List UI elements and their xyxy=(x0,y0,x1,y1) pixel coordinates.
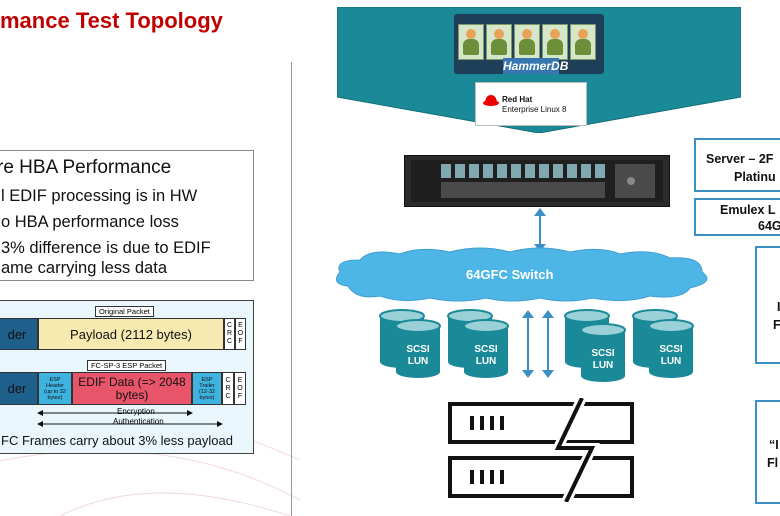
scsi-lun: SCSI LUN xyxy=(406,344,430,367)
header-segment: der xyxy=(0,318,38,350)
emulex-info-box: Emulex L 64G xyxy=(694,198,780,236)
user-icon xyxy=(486,24,512,60)
packet-footer: FC Frames carry about 3% less payload xyxy=(1,433,233,448)
header-segment: der xyxy=(0,372,38,405)
hba-heading: re HBA Performance xyxy=(0,157,172,178)
payload-label: Payload (2112 bytes) xyxy=(70,326,192,342)
crc-segment: C R C xyxy=(224,318,235,350)
esp-trailer-segment: ESP Trailer (12-32 bytes) xyxy=(192,372,222,405)
redhat-logo: Red Hat Enterprise Linux 8 xyxy=(475,82,587,126)
redhat-line1: Red Hat xyxy=(502,95,533,104)
hba-performance-box: re HBA Performance l EDIF processing is … xyxy=(0,150,254,281)
storage-array-icon xyxy=(448,398,634,502)
scsi-lun: SCSI LUN xyxy=(474,344,498,367)
payload-segment: Payload (2112 bytes) xyxy=(38,318,224,350)
eof-segment: E O F xyxy=(234,372,246,405)
hba-line: ame carrying less data xyxy=(1,259,167,277)
original-packet-caption: Original Packet xyxy=(95,306,154,317)
scsi-lun: SCSI LUN xyxy=(591,348,615,371)
coverage-arrows xyxy=(37,410,223,427)
server-info-box: Server – 2F Platinu xyxy=(694,138,780,192)
vertical-divider xyxy=(291,62,292,516)
redhat-line2: Enterprise Linux 8 xyxy=(502,105,567,114)
scsi-lun: SCSI LUN xyxy=(659,344,683,367)
encryption-label: Encryption xyxy=(117,407,155,416)
right-info-box: I F xyxy=(755,246,780,364)
edif-data-segment: EDIF Data (=> 2048 bytes) xyxy=(72,372,192,405)
esp-packet-caption: FC-SP-3 ESP Packet xyxy=(87,360,167,371)
eof-segment: E O F xyxy=(235,318,246,350)
page-title: mance Test Topology xyxy=(0,8,223,33)
right-info-box: “I Fl xyxy=(755,400,780,504)
server-chassis xyxy=(404,155,670,207)
esp-header-segment: ESP Header (up to 32 bytes) xyxy=(38,372,72,405)
switch-label: 64GFC Switch xyxy=(466,267,554,282)
server-front-icon xyxy=(411,160,663,202)
user-icon xyxy=(570,24,596,60)
user-icon xyxy=(542,24,568,60)
authentication-label: Authentication xyxy=(113,417,164,426)
hba-line: 3% difference is due to EDIF xyxy=(1,239,211,257)
hba-line: o HBA performance loss xyxy=(1,213,179,231)
hba-line: l EDIF processing is in HW xyxy=(1,187,198,205)
packet-diagram: Original Packet der Payload (2112 bytes)… xyxy=(0,300,254,454)
hammerdb-logo: HammerDB xyxy=(503,58,569,74)
fc-switch-cloud xyxy=(335,247,708,302)
user-icon xyxy=(458,24,484,60)
crc-segment: C R C xyxy=(222,372,234,405)
redhat-hat-icon xyxy=(483,95,499,106)
